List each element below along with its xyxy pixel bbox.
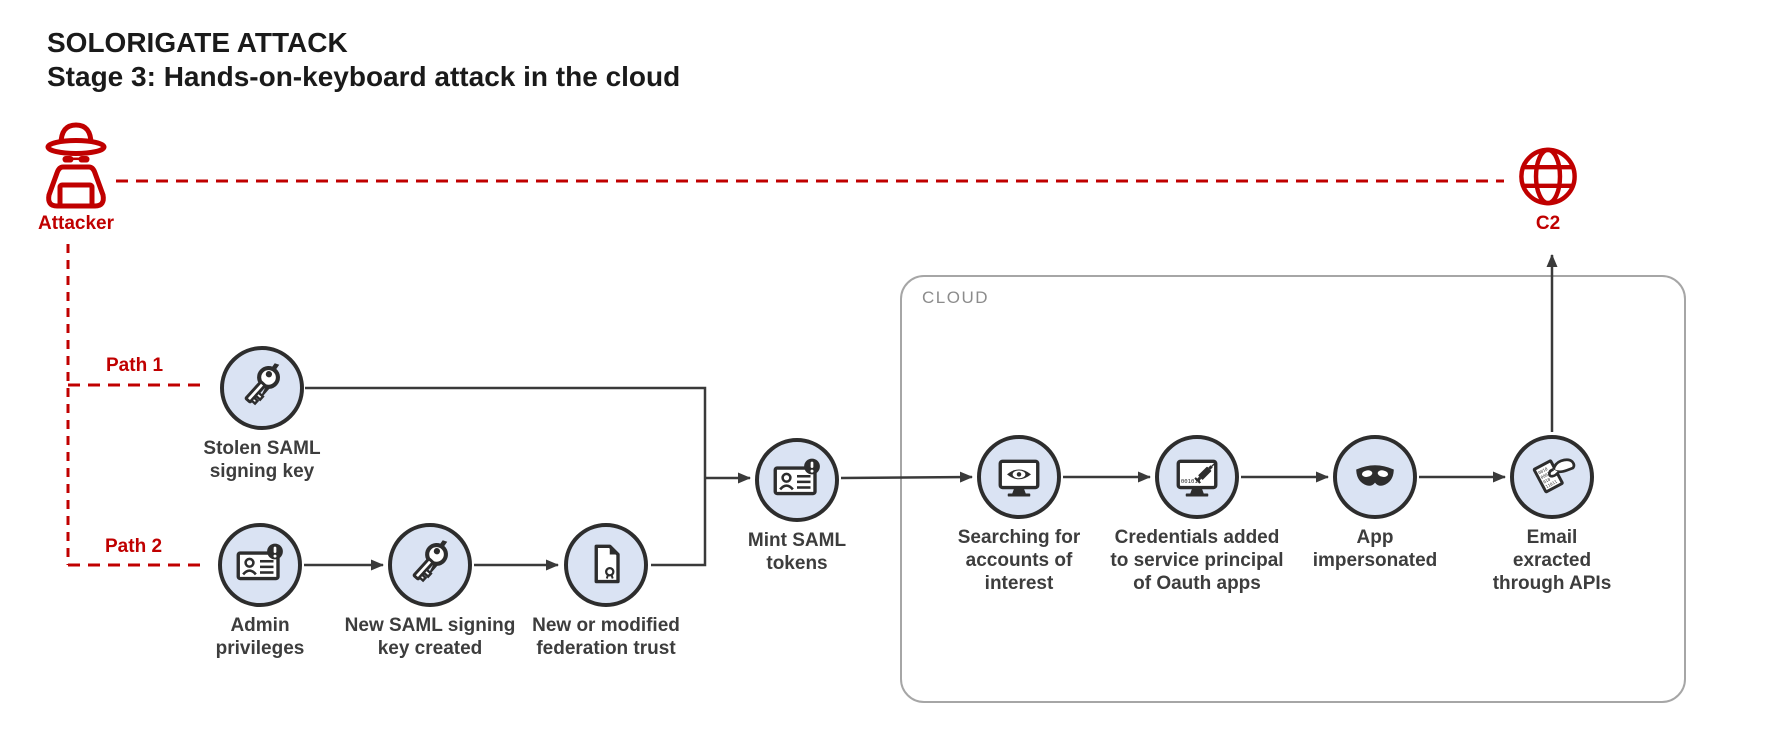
- path2-label: Path 2: [105, 536, 163, 557]
- id-badge-alert-icon: [767, 450, 827, 510]
- mask-icon: [1333, 435, 1417, 519]
- spy-icon: [36, 120, 116, 212]
- node-credentials-added: Credentials added to service principal o…: [1097, 435, 1297, 595]
- id-badge-alert-icon: [230, 535, 290, 595]
- attacker-figure: Attacker: [30, 120, 122, 235]
- certificate-document-icon: [576, 535, 636, 595]
- node-label: Searching for accounts of interest: [957, 527, 1081, 594]
- node-new-or-modified-federation-trust: New or modified federation trust: [506, 523, 706, 660]
- monitor-eye-icon: [989, 447, 1049, 507]
- node-label: New or modified federation trust: [532, 615, 680, 659]
- certificate-document-icon: [564, 523, 648, 607]
- node-label: Mint SAML tokens: [747, 530, 847, 574]
- key-lightning-icon: [220, 346, 304, 430]
- key-lightning-icon: [388, 523, 472, 607]
- node-new-saml-signing-key-created: New SAML signing key created: [330, 523, 530, 660]
- id-badge-alert-icon: [218, 523, 302, 607]
- node-searching-for-accounts: Searching for accounts of interest: [919, 435, 1119, 595]
- node-mint-saml-tokens: Mint SAML tokens: [697, 438, 897, 575]
- document-hand-icon: [1522, 447, 1582, 507]
- c2-label: C2: [1535, 213, 1561, 234]
- node-label: Stolen SAML signing key: [203, 438, 321, 482]
- document-hand-icon: [1510, 435, 1594, 519]
- monitor-syringe-icon: [1167, 447, 1227, 507]
- cloud-label: CLOUD: [922, 288, 990, 307]
- c2-figure: C2: [1513, 141, 1584, 235]
- mask-icon: [1345, 447, 1405, 507]
- node-label: New SAML signing key created: [344, 615, 516, 659]
- node-stolen-saml-signing-key: Stolen SAML signing key: [162, 346, 362, 483]
- title-line-1: SOLORIGATE ATTACK: [47, 27, 348, 58]
- node-admin-privileges: Admin privileges: [160, 523, 360, 660]
- attacker-label: Attacker: [37, 213, 115, 234]
- path1-label: Path 1: [106, 355, 164, 376]
- node-label: Email exracted through APIs: [1492, 527, 1612, 594]
- node-label: Admin privileges: [215, 615, 305, 659]
- node-label: Credentials added to service principal o…: [1110, 527, 1284, 594]
- node-email-exracted: Email exracted through APIs: [1452, 435, 1652, 595]
- node-app-impersonated: App impersonated: [1275, 435, 1475, 572]
- id-badge-alert-icon: [755, 438, 839, 522]
- node-label: App impersonated: [1312, 527, 1438, 571]
- monitor-syringe-icon: [1155, 435, 1239, 519]
- key-lightning-icon: [400, 535, 460, 595]
- key-lightning-icon: [232, 358, 292, 418]
- page-title: SOLORIGATE ATTACK Stage 3: Hands-on-keyb…: [47, 26, 680, 94]
- monitor-eye-icon: [977, 435, 1061, 519]
- title-line-2: Stage 3: Hands-on-keyboard attack in the…: [47, 61, 681, 92]
- globe-icon: [1513, 141, 1584, 212]
